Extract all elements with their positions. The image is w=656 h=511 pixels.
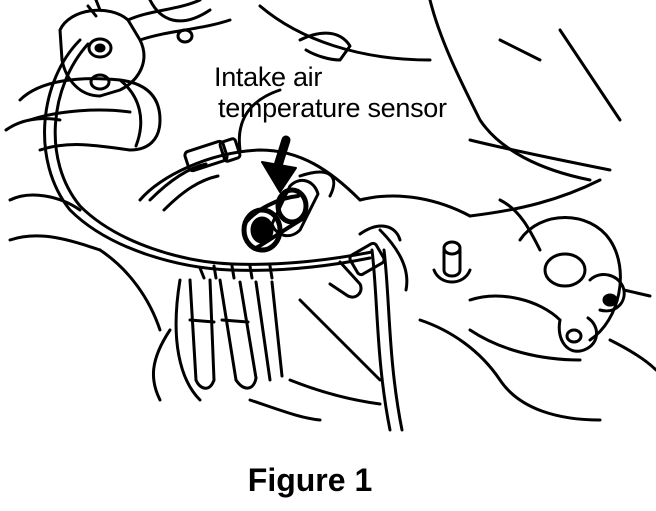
lower-contour xyxy=(8,193,602,422)
right-connector xyxy=(248,224,409,432)
upper-hose xyxy=(4,77,162,152)
figure-caption: Figure 1 xyxy=(247,462,373,498)
intake-air-temperature-sensor xyxy=(241,170,336,253)
harness-straps xyxy=(151,278,284,402)
wiring-harness xyxy=(43,38,374,280)
top-bracket xyxy=(58,0,232,98)
right-flange xyxy=(468,198,656,372)
small-connector xyxy=(148,137,242,212)
bolt-stud xyxy=(432,240,472,284)
pointer-arrow xyxy=(261,135,297,193)
sensor-label-line-2: temperature sensor xyxy=(218,93,447,123)
sensor-label-line-1: Intake air xyxy=(214,62,323,92)
